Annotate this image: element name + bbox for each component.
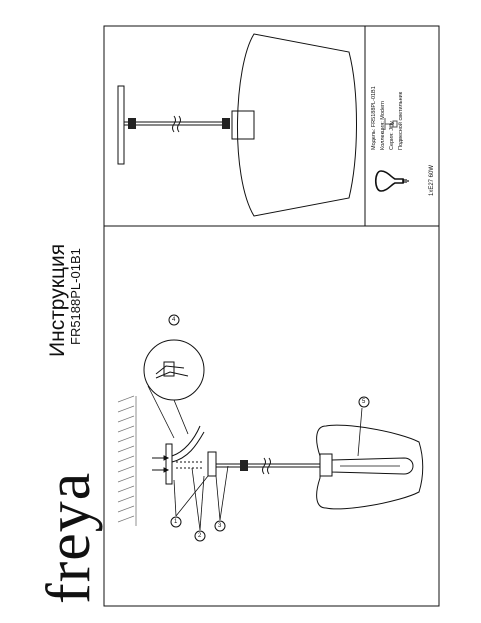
spec-model-row: Модель: FR5188PL-01B1 xyxy=(371,86,377,150)
callout-4: 4 xyxy=(172,317,176,323)
instruction-title: Инструкция xyxy=(46,243,69,357)
brand-text: freya xyxy=(35,471,103,604)
overview-diagram xyxy=(117,33,357,217)
bulb-spec-wrap: 1xE27 60W xyxy=(420,165,438,196)
ceiling-hatch xyxy=(117,395,137,526)
callout-5: 5 xyxy=(362,399,366,405)
model-code-label: FR5188PL-01B1 xyxy=(67,248,85,345)
model-code: FR5188PL-01B1 xyxy=(68,248,83,345)
callout-markers xyxy=(168,314,370,542)
callout-3: 3 xyxy=(218,523,222,529)
callout-2: 2 xyxy=(198,533,202,539)
shade-outline xyxy=(237,33,357,217)
socket xyxy=(231,110,255,140)
installation-diagram xyxy=(117,314,424,542)
pendant-icon xyxy=(384,118,398,130)
mounting-bar xyxy=(165,443,173,485)
lamp-shade xyxy=(316,424,424,510)
spec-block: Модель: FR5188PL-01B1 xyxy=(371,86,377,150)
brand-logo: freya xyxy=(35,471,103,604)
lamp-socket xyxy=(319,453,333,477)
bulb-spec: 1xE27 60W xyxy=(429,164,435,196)
canopy xyxy=(207,451,217,477)
canopy-plate xyxy=(117,85,125,165)
page-title: Инструкция xyxy=(46,243,69,357)
wires xyxy=(171,425,205,463)
lamp-bulb xyxy=(331,457,414,475)
bulb-icon xyxy=(374,170,409,192)
callout-1: 1 xyxy=(174,519,178,525)
